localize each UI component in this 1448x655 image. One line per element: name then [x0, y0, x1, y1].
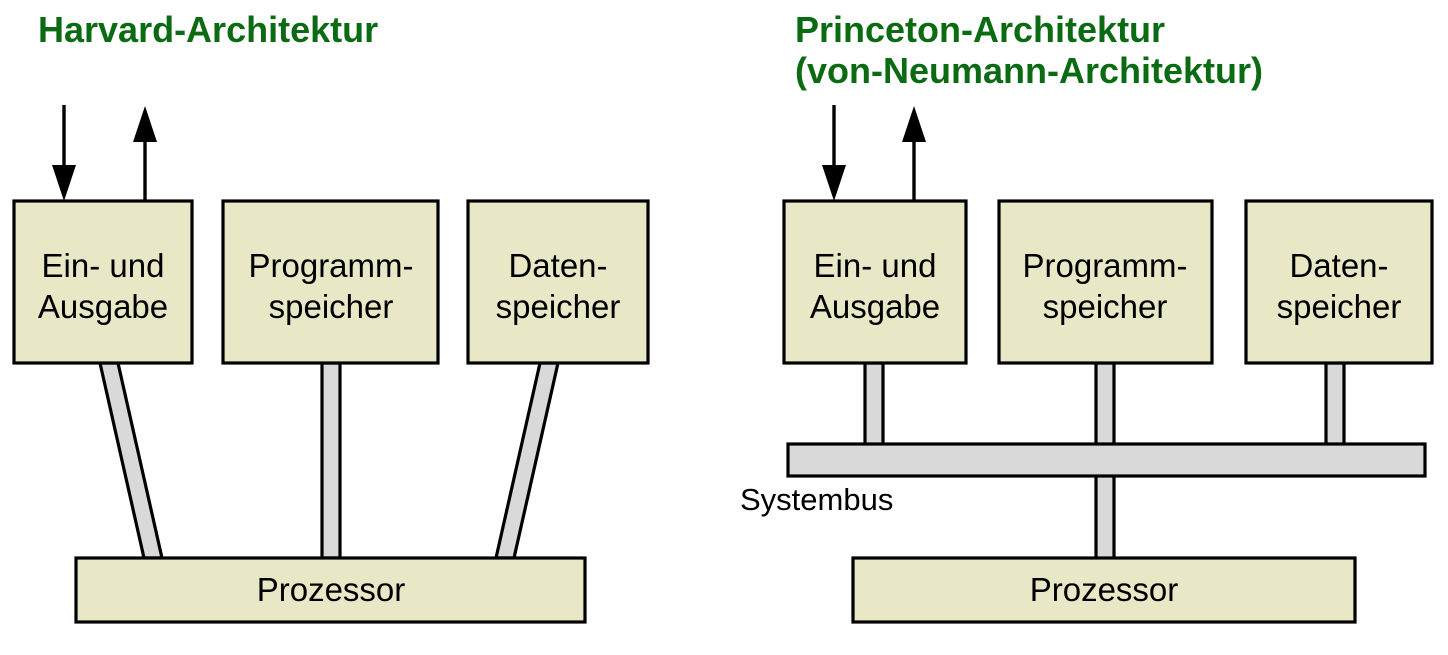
left-box-data-memory: Daten- speicher — [466, 199, 650, 365]
right-box-data-memory: Daten- speicher — [1244, 199, 1434, 365]
left-panel-title: Harvard-Architektur — [38, 9, 378, 50]
right-box-data-memory-label-line2: speicher — [1277, 288, 1402, 325]
system-bus-bar — [786, 442, 1427, 478]
left-box-io: Ein- und Ausgabe — [12, 199, 194, 365]
left-box-io-label-line1: Ein- und — [42, 247, 165, 284]
right-box-io-label-line1: Ein- und — [814, 247, 937, 284]
right-panel-title-line2: (von-Neumann-Architektur) — [795, 50, 1263, 91]
right-box-data-memory-label-line1: Daten- — [1289, 247, 1388, 284]
left-box-data-memory-label-line1: Daten- — [508, 247, 607, 284]
right-output-arrow-up-icon — [902, 106, 926, 201]
right-panel-title-line1: Princeton-Architektur — [795, 9, 1165, 50]
left-box-program-memory-label-line2: speicher — [269, 288, 394, 325]
left-processor-label: Prozessor — [257, 571, 406, 608]
right-box-io: Ein- und Ausgabe — [782, 199, 968, 365]
right-box-io-label-line2: Ausgabe — [810, 288, 940, 325]
right-stem-program — [1094, 361, 1116, 448]
left-box-processor: Prozessor — [74, 556, 587, 624]
right-stem-data — [1324, 361, 1346, 448]
left-panel-harvard: Harvard-Architektur Ein- und Ausgabe — [12, 9, 650, 624]
left-connector-io — [97, 361, 165, 560]
right-box-program-memory-label-line1: Programm- — [1022, 247, 1187, 284]
right-box-program-memory: Programm- speicher — [997, 199, 1214, 365]
left-connector-data — [493, 361, 561, 560]
right-processor-label: Prozessor — [1030, 571, 1179, 608]
left-box-data-memory-label-line2: speicher — [496, 288, 621, 325]
right-input-arrow-down-icon — [822, 105, 846, 201]
right-box-processor: Prozessor — [851, 556, 1357, 624]
right-stem-io — [863, 361, 885, 448]
left-box-io-label-line2: Ausgabe — [38, 288, 168, 325]
right-stem-processor — [1094, 472, 1116, 562]
right-panel-princeton: Princeton-Architektur (von-Neumann-Archi… — [740, 9, 1434, 624]
left-box-program-memory: Programm- speicher — [221, 199, 440, 365]
left-input-arrow-down-icon — [52, 105, 76, 201]
right-box-program-memory-label-line2: speicher — [1043, 288, 1168, 325]
left-box-program-memory-label-line1: Programm- — [248, 247, 413, 284]
system-bus-label: Systembus — [740, 482, 893, 517]
left-connector-program — [320, 361, 342, 560]
left-output-arrow-up-icon — [133, 106, 157, 201]
